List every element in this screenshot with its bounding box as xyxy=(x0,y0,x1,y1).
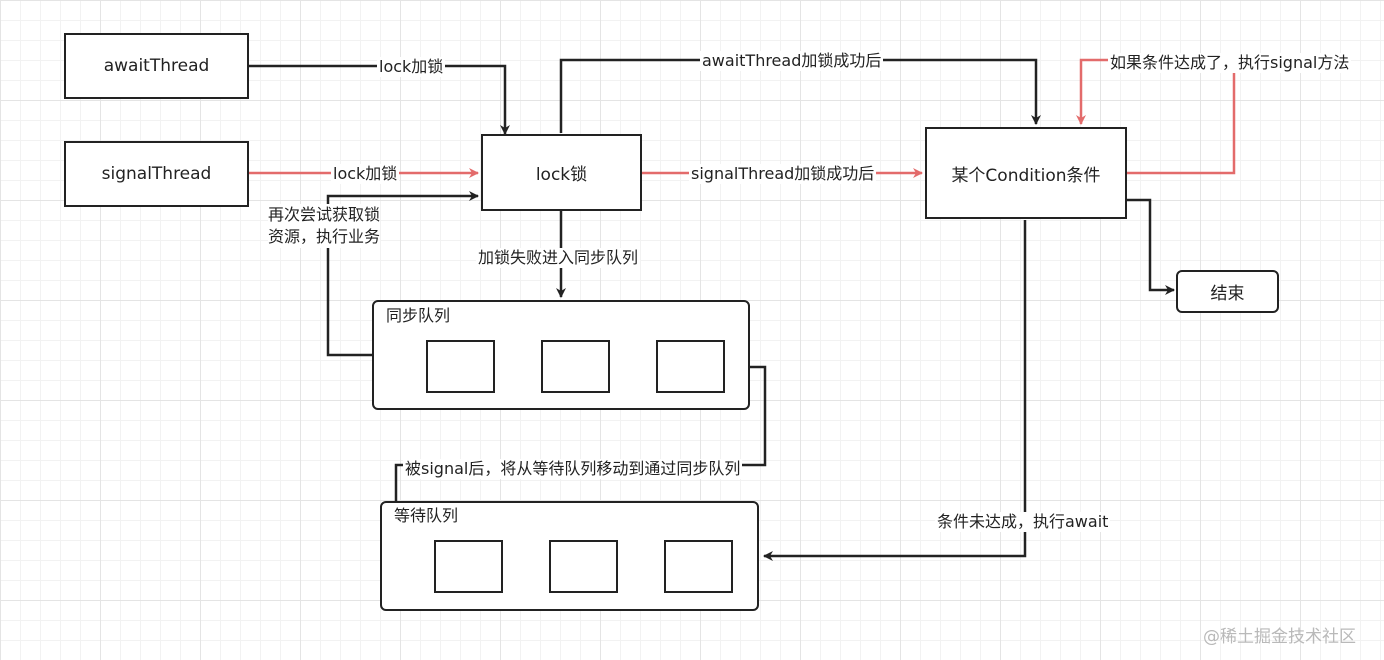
edge-await-to-lock xyxy=(248,64,510,135)
wait-queue-slot xyxy=(664,540,733,593)
retry-lock-label: 再次尝试获取锁 资源，执行业务 xyxy=(268,204,381,248)
sync-queue-slot xyxy=(541,340,610,393)
watermark: @稀土掘金技术社区 xyxy=(1203,627,1356,647)
sync-queue-slot xyxy=(426,340,495,393)
sync-queue-slot xyxy=(656,340,725,393)
lock-label: lock锁 xyxy=(535,165,588,185)
condition-node: 某个Condition条件 xyxy=(925,127,1127,219)
wait-queue-title: 等待队列 xyxy=(394,506,459,525)
await-success-label: awaitThread加锁成功后 xyxy=(700,51,884,71)
lock-node: lock锁 xyxy=(481,134,642,211)
sync-queue-title: 同步队列 xyxy=(386,306,451,325)
retry-lock-line1: 再次尝试获取锁 xyxy=(268,205,381,224)
end-node: 结束 xyxy=(1176,270,1279,313)
await-thread-label: awaitThread xyxy=(103,56,210,76)
lock-fail-label: 加锁失败进入同步队列 xyxy=(476,248,641,268)
condition-label: 某个Condition条件 xyxy=(951,165,1101,186)
await-thread-node: awaitThread xyxy=(64,33,249,99)
signal-thread-label: signalThread xyxy=(101,164,212,184)
signal-move-label: 被signal后，将从等待队列移动到通过同步队列 xyxy=(403,459,743,479)
retry-lock-line2: 资源，执行业务 xyxy=(268,227,381,246)
edge-sync-queue-retry-lock xyxy=(326,191,479,357)
signal-thread-node: signalThread xyxy=(64,141,249,207)
wait-queue-slot xyxy=(549,540,618,593)
signal-lock-label: lock加锁 xyxy=(331,164,400,184)
await-not-met-label: 条件未达成，执行await xyxy=(935,512,1111,532)
await-lock-label: lock加锁 xyxy=(377,57,446,77)
signal-if-met-label: 如果条件达成了，执行signal方法 xyxy=(1108,53,1352,73)
end-label: 结束 xyxy=(1210,284,1245,304)
edge-condition-to-end xyxy=(1127,198,1175,295)
edge-condition-to-wait-queue xyxy=(763,220,1027,561)
wait-queue-slot xyxy=(434,540,503,593)
signal-success-label: signalThread加锁成功后 xyxy=(689,164,877,184)
